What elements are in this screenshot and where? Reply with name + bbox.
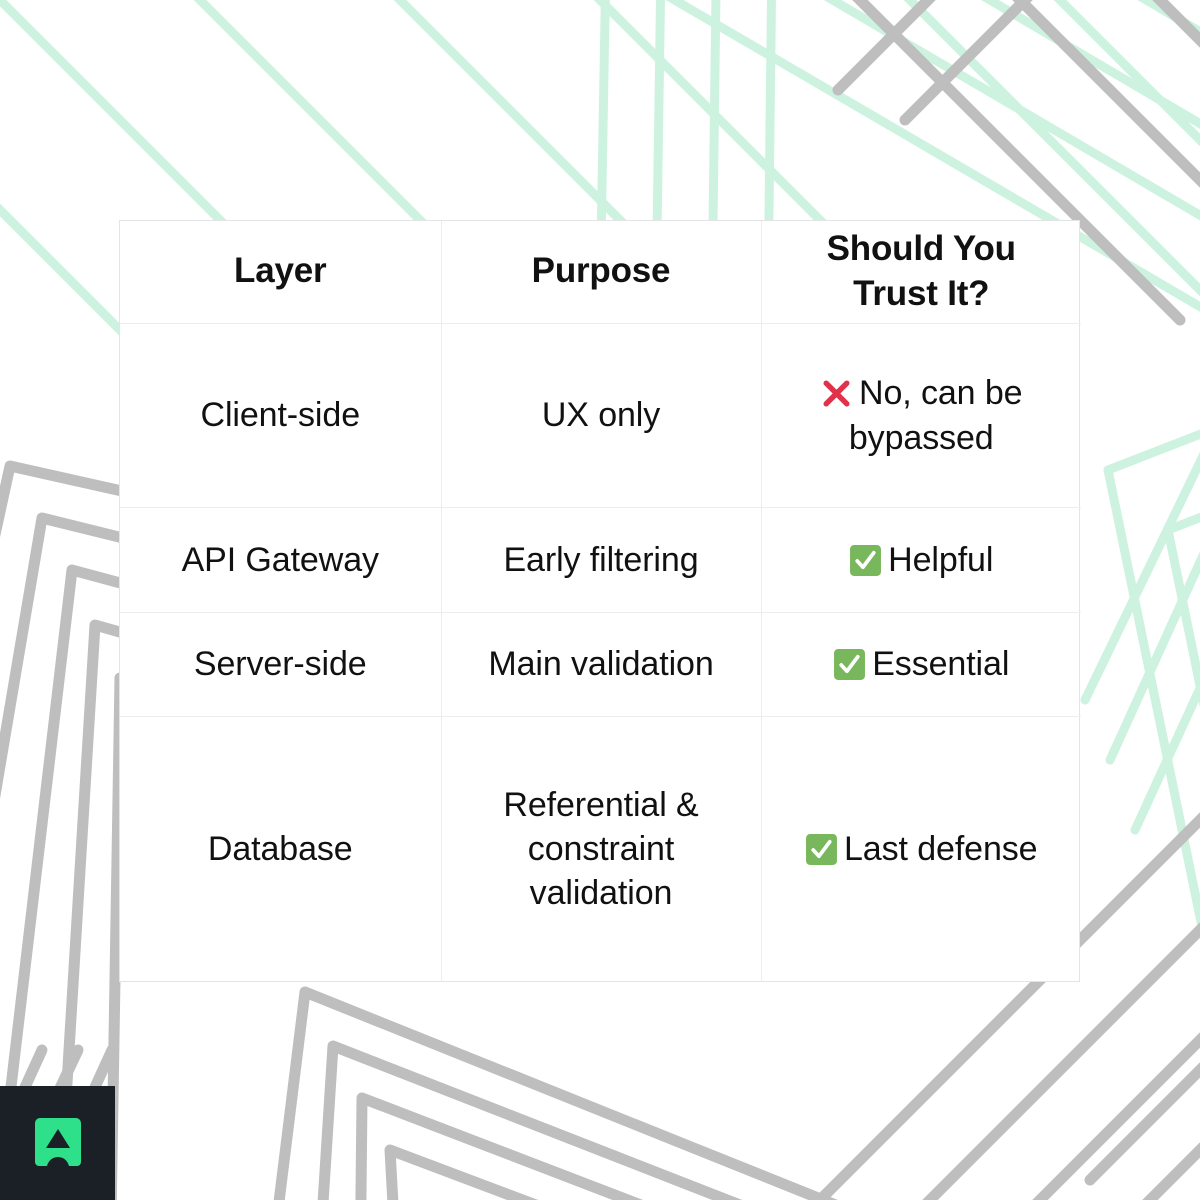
cell-layer: Client-side [120, 323, 442, 509]
check-icon [833, 648, 866, 681]
check-icon [805, 833, 838, 866]
table-header-row: Layer Purpose Should You Trust It? [120, 221, 1081, 324]
cell-layer: Server-side [120, 612, 442, 717]
brand-logo-badge [0, 1086, 115, 1200]
column-header-trust-line1: Should You [826, 229, 1016, 268]
cell-trust: Essential [761, 612, 1081, 717]
mint-chevrons-right [1103, 429, 1200, 940]
cell-purpose: Referential & constraint validation [441, 716, 762, 981]
comparison-table-card: Layer Purpose Should You Trust It? Clien… [119, 220, 1081, 982]
validation-layers-table: Layer Purpose Should You Trust It? Clien… [120, 221, 1081, 981]
cross-icon [820, 377, 853, 410]
column-header-purpose-line1: Purpose [531, 251, 671, 291]
cell-trust: No, can be bypassed [761, 323, 1081, 509]
column-header-layer: Layer [120, 221, 442, 324]
cell-purpose-line1: Referential & [503, 785, 699, 824]
table-row: API Gateway Early filtering Helpful [120, 507, 1081, 613]
cell-trust-line1: Helpful [776, 538, 1068, 582]
cell-trust-line1: Last defense [776, 827, 1068, 871]
cell-trust: Helpful [761, 507, 1081, 613]
cell-purpose: UX only [441, 323, 762, 509]
column-header-trust: Should You Trust It? [761, 221, 1081, 324]
check-icon [849, 544, 882, 577]
cell-trust-text-line1: Helpful [888, 540, 994, 579]
cell-purpose-line3: validation [529, 874, 673, 913]
cell-purpose: Main validation [441, 612, 762, 717]
cell-purpose-line1: Main validation [488, 645, 714, 684]
cell-trust-text-line1: Essential [872, 645, 1010, 684]
cell-layer: API Gateway [120, 507, 442, 613]
table-row: Client-side UX only [120, 323, 1081, 509]
cell-trust-text-line1: No, can be [859, 374, 1023, 413]
cell-purpose-line2: constraint [527, 829, 675, 868]
table-row: Database Referential & constraint valida… [120, 716, 1081, 981]
mint-diagonal-lines-lowerright [1080, 451, 1200, 835]
cell-trust-text-line1: Last defense [843, 829, 1038, 868]
cell-layer: Database [120, 716, 442, 981]
column-header-layer-line1: Layer [234, 251, 327, 291]
cell-trust-line2: bypassed [848, 418, 994, 457]
cell-purpose: Early filtering [441, 507, 762, 613]
bookmark-triangle-logo-icon [29, 1114, 87, 1172]
table-row: Server-side Main validation Essential [120, 612, 1081, 717]
cell-trust: Last defense [761, 716, 1081, 981]
cell-purpose-line1: Early filtering [503, 540, 699, 579]
column-header-trust-line2: Trust It? [853, 273, 990, 313]
cell-trust-line1: Essential [776, 642, 1068, 686]
gray-chevrons-bottom [273, 986, 838, 1200]
cell-trust-line1: No, can be [776, 371, 1068, 415]
gray-diagonal-lines-topcenter [832, 0, 1033, 126]
cell-purpose-line1: UX only [541, 396, 661, 435]
column-header-purpose: Purpose [441, 221, 762, 324]
